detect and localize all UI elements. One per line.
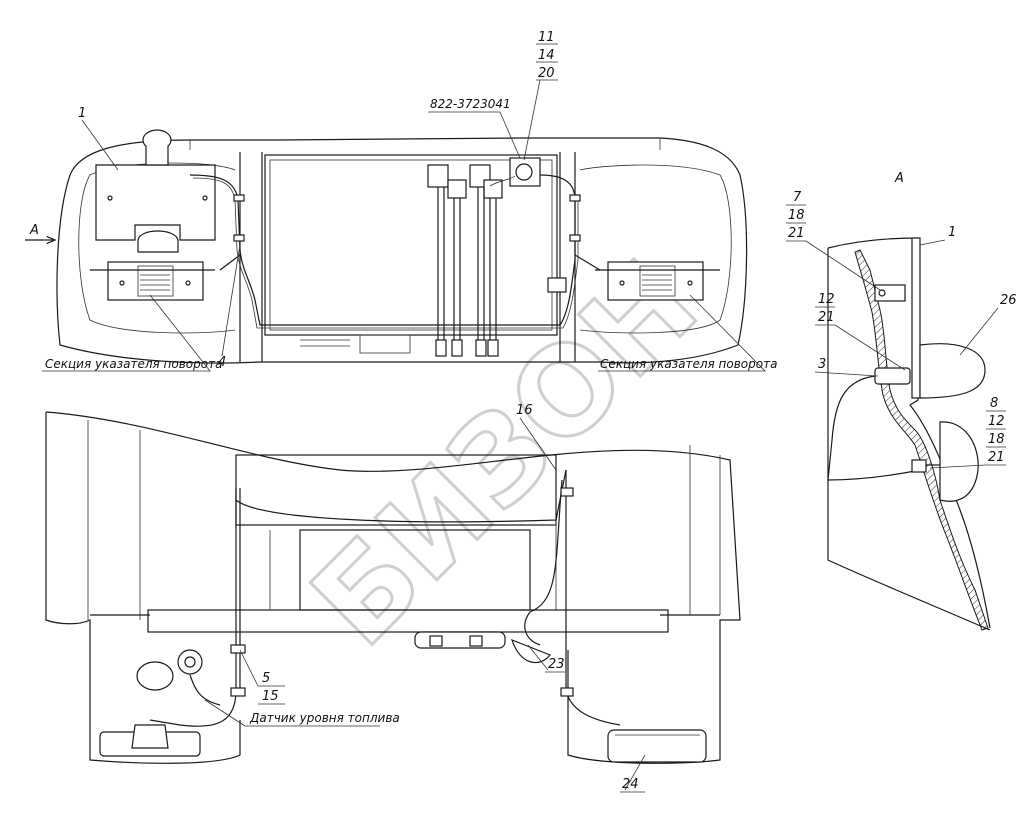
detail-a-labels: А 7 18 21 1 12 21 26 3 8 12 18 21 [786, 171, 1017, 469]
label-24: 24 [622, 777, 639, 792]
bottom-view [45, 411, 741, 764]
detail-label-21c: 21 [988, 450, 1005, 465]
detail-label-7: 7 [793, 190, 802, 205]
label-5: 5 [262, 671, 270, 686]
label-23: 23 [548, 657, 565, 672]
detail-label-12a: 12 [818, 292, 835, 307]
turn-section-right-label: Секция указателя поворота [600, 357, 777, 371]
detail-label-1: 1 [948, 225, 956, 240]
label-4: 4 [218, 355, 226, 370]
valve-assembly [427, 157, 541, 357]
label-15: 15 [262, 689, 279, 704]
detail-label-3: 3 [818, 357, 826, 372]
label-1: 1 [78, 106, 86, 121]
detail-label-18a: 18 [788, 208, 805, 223]
detail-a [827, 237, 991, 631]
arrow-a-label: А [29, 223, 39, 238]
label-11: 11 [538, 30, 555, 45]
label-20: 20 [538, 66, 555, 81]
detail-a-title: А [894, 171, 904, 186]
bottom-labels: 16 5 15 Датчик уровня топлива 23 24 [204, 403, 646, 793]
detail-label-21b: 21 [818, 310, 835, 325]
watermark: БИЗОН [285, 234, 725, 674]
detail-label-26: 26 [1000, 293, 1017, 308]
detail-label-8: 8 [990, 396, 998, 411]
fuel-sensor-label: Датчик уровня топлива [249, 711, 400, 725]
label-16: 16 [516, 403, 533, 418]
detail-label-21a: 21 [788, 226, 805, 241]
detail-label-18b: 18 [988, 432, 1005, 447]
top-labels: 1 11 14 20 822-3723041 А Секция указател… [25, 30, 777, 372]
detail-label-12b: 12 [988, 414, 1005, 429]
part-number: 822-3723041 [430, 97, 511, 111]
label-14: 14 [538, 48, 555, 63]
svg-text:БИЗОН: БИЗОН [287, 235, 724, 672]
top-view [56, 129, 748, 364]
turn-section-left-label: Секция указателя поворота [45, 357, 222, 371]
